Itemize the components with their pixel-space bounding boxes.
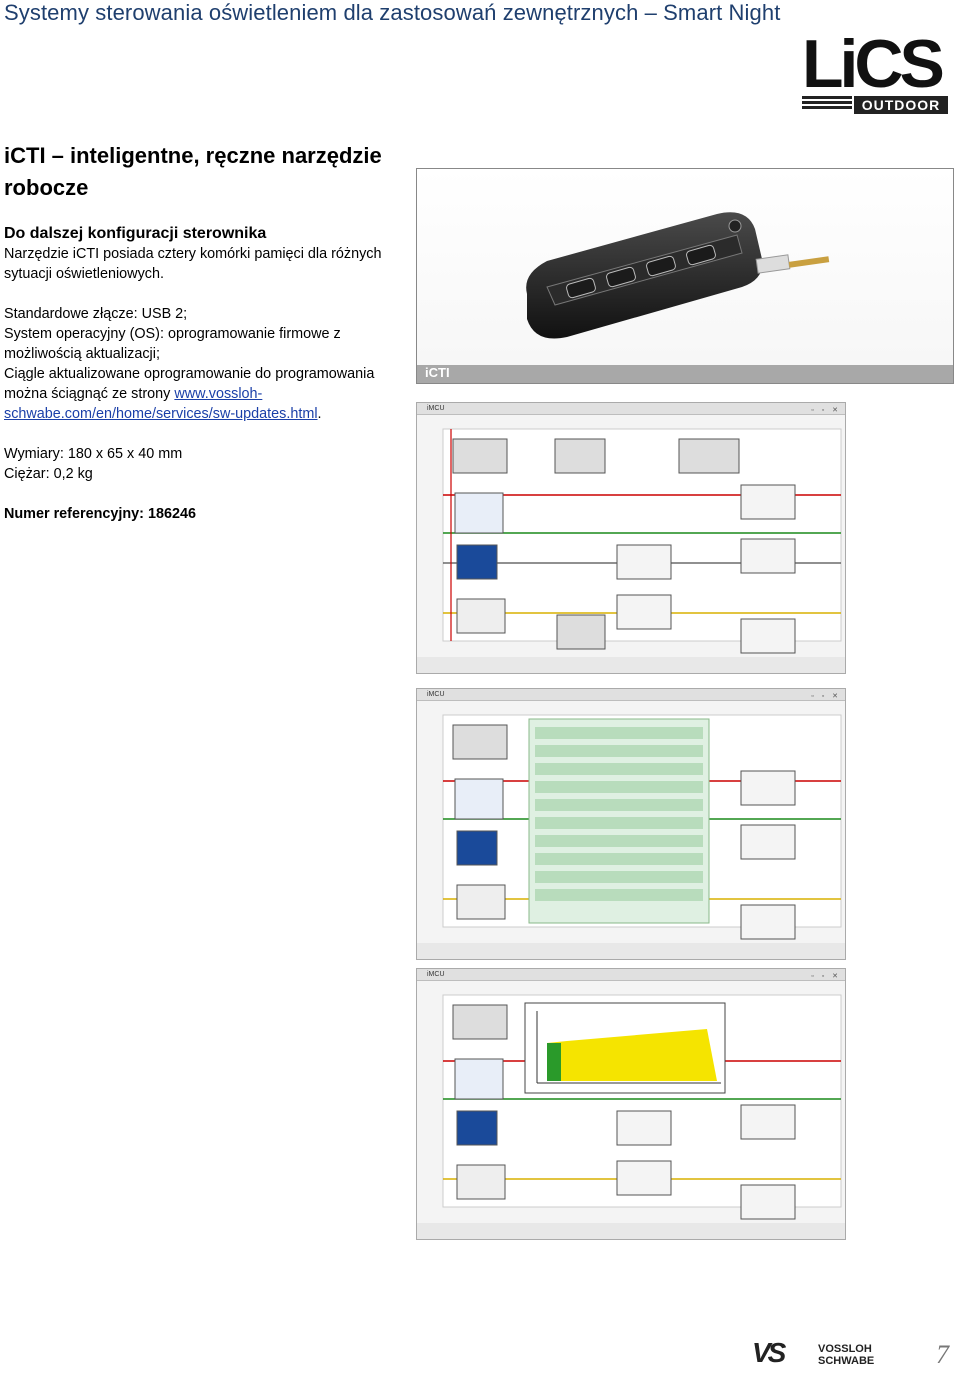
spec-connector: Standardowe złącze: USB 2; <box>4 306 188 322</box>
page-number: 7 <box>936 1340 949 1369</box>
logo-bars <box>802 96 852 114</box>
product-title: iCTI – inteligentne, ręczne narzędzie ro… <box>4 143 382 200</box>
photo-caption: iCTI <box>425 365 450 380</box>
software-screenshot-2: iMCU▫ ▫ ✕ <box>416 688 846 960</box>
spec-software-suffix: . <box>317 406 322 422</box>
logo-main-text: LiCS <box>802 26 945 102</box>
spec-os: System operacyjny (OS): oprogramowanie f… <box>4 326 341 362</box>
wiring-diagram-1 <box>417 428 845 673</box>
software-screenshot-3: iMCU▫ ▫ ✕ <box>416 968 846 1240</box>
screen-1-titlebar: iMCU▫ ▫ ✕ <box>417 403 845 415</box>
reference-number: Numer referencyjny: 186246 <box>4 506 196 522</box>
icti-device-photo: iCTI <box>416 168 954 384</box>
icti-device-illustration <box>526 212 830 339</box>
lics-outdoor-logo: LiCS OUTDOOR <box>802 26 948 116</box>
wiring-diagram-3 <box>417 994 845 1239</box>
photo-caption-bar: iCTI <box>417 365 953 383</box>
screen-2-titlebar: iMCU▫ ▫ ✕ <box>417 689 845 701</box>
product-subheading: Do dalszej konfiguracji sterownika <box>4 225 267 242</box>
spec-software: Ciągle aktualizowane oprogramowanie do p… <box>4 364 404 424</box>
logo-sub-text: OUTDOOR <box>854 96 948 114</box>
product-intro: Narzędzie iCTI posiada cztery komórki pa… <box>4 246 382 282</box>
software-screenshot-1: iMCU▫ ▫ ✕ <box>416 402 846 674</box>
sw-updates-link[interactable]: www.vossloh-schwabe.com/en/home/services… <box>4 386 318 422</box>
screen-3-titlebar: iMCU▫ ▫ ✕ <box>417 969 845 981</box>
spec-dimensions: Wymiary: 180 x 65 x 40 mm <box>4 446 183 462</box>
spec-software-text: Ciągle aktualizowane oprogramowanie do p… <box>4 366 375 402</box>
product-description: iCTI – inteligentne, ręczne narzędzie ro… <box>4 140 404 524</box>
wiring-diagram-2 <box>417 714 845 959</box>
page-header-title: Systemy sterowania oświetleniem dla zast… <box>4 0 781 25</box>
spec-weight: Ciężar: 0,2 kg <box>4 466 93 482</box>
vs-mark: VS <box>752 1337 786 1368</box>
